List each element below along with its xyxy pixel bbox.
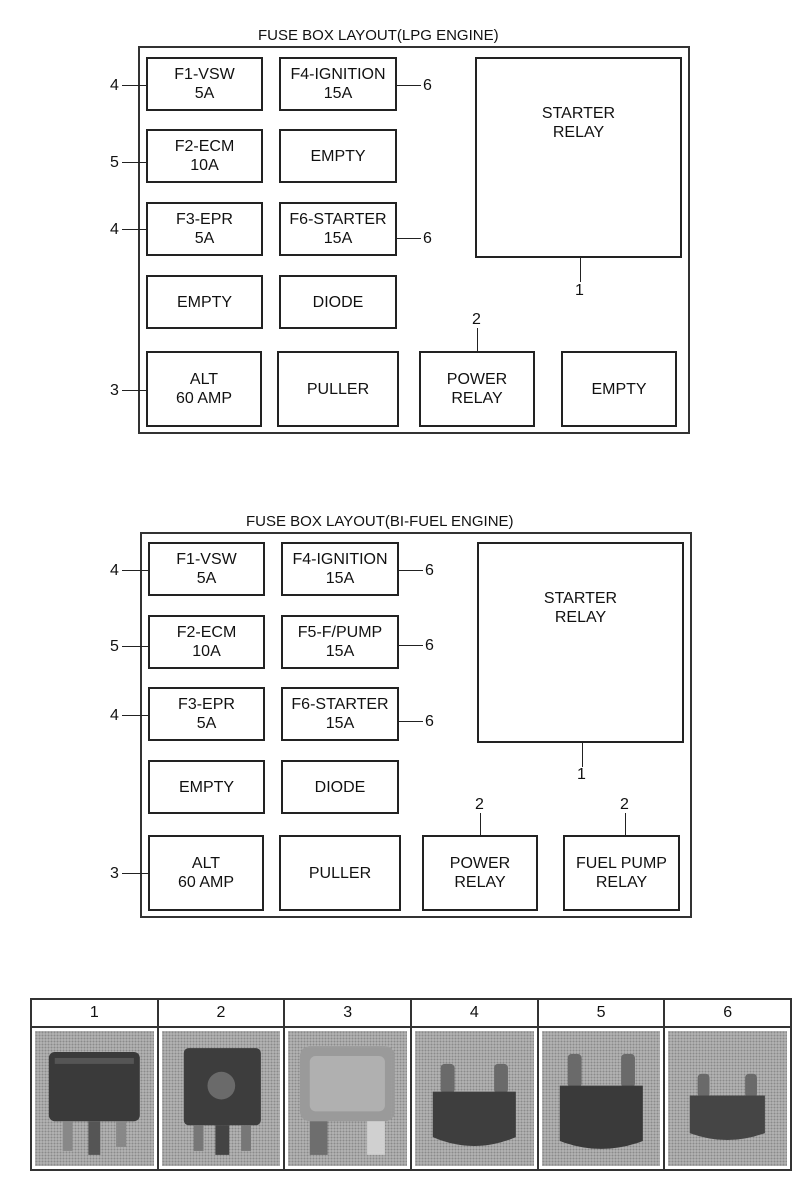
- bifuel-fuse-box-frame: [140, 532, 692, 918]
- mini-fuse-photo-icon: [668, 1031, 788, 1166]
- bifuel-leader-power-relay: [480, 813, 481, 835]
- lpg-leader-f2: [122, 162, 146, 163]
- component-legend-table: 1 2 3 4 5 6: [30, 998, 792, 1171]
- bifuel-leader-f2: [122, 646, 148, 647]
- legend-header-3: 3: [285, 1000, 411, 1028]
- bifuel-callout-f4: 6: [425, 562, 434, 579]
- bifuel-leader-alt: [122, 873, 148, 874]
- lpg-puller: PULLER: [277, 351, 399, 427]
- bifuel-puller: PULLER: [279, 835, 401, 911]
- lpg-callout-alt: 3: [110, 382, 119, 399]
- legend-cell-3: 3: [285, 1000, 413, 1169]
- legend-header-1: 1: [32, 1000, 157, 1028]
- starter-relay-photo-icon: [35, 1031, 154, 1166]
- lpg-leader-starter-relay: [580, 258, 581, 282]
- bifuel-callout-f6: 6: [425, 713, 434, 730]
- lpg-callout-f1: 4: [110, 77, 119, 94]
- lpg-callout-f6: 6: [423, 230, 432, 247]
- bifuel-callout-f3: 4: [110, 707, 119, 724]
- lpg-diode: DIODE: [279, 275, 397, 329]
- lpg-fuse-box-frame: [138, 46, 690, 434]
- bifuel-callout-f5: 6: [425, 637, 434, 654]
- lpg-callout-f4: 6: [423, 77, 432, 94]
- bifuel-leader-f3: [122, 715, 148, 716]
- mini-fuse-photo-icon: [541, 1031, 661, 1166]
- bifuel-leader-starter-relay: [582, 743, 583, 767]
- lpg-callout-power-relay: 2: [472, 311, 481, 328]
- alt-fuse-photo-icon: [288, 1031, 408, 1166]
- lpg-empty-slot: EMPTY: [561, 351, 677, 427]
- legend-header-5: 5: [538, 1000, 664, 1028]
- legend-header-4: 4: [412, 1000, 537, 1028]
- bifuel-leader-f6: [399, 721, 423, 722]
- legend-cell-4: 4: [412, 1000, 539, 1169]
- bifuel-callout-f2: 5: [110, 638, 119, 655]
- lpg-leader-f1: [122, 85, 146, 86]
- lpg-empty-slot: EMPTY: [279, 129, 397, 183]
- legend-header-6: 6: [665, 1000, 791, 1028]
- bifuel-callout-f1: 4: [110, 562, 119, 579]
- bifuel-leader-f5: [399, 645, 423, 646]
- bifuel-empty-slot: EMPTY: [148, 760, 265, 814]
- lpg-callout-f2: 5: [110, 154, 119, 171]
- lpg-leader-f4: [397, 85, 421, 86]
- bifuel-diode: DIODE: [281, 760, 399, 814]
- lpg-callout-starter-relay: 1: [575, 282, 584, 299]
- bifuel-callout-fuel-pump-relay: 2: [620, 796, 629, 813]
- legend-header-2: 2: [158, 1000, 284, 1028]
- lpg-leader-alt: [122, 390, 146, 391]
- lpg-leader-power-relay: [477, 328, 478, 351]
- bifuel-diagram-title: FUSE BOX LAYOUT(BI-FUEL ENGINE): [246, 513, 514, 530]
- bifuel-callout-alt: 3: [110, 865, 119, 882]
- lpg-diagram-title: FUSE BOX LAYOUT(LPG ENGINE): [258, 27, 499, 44]
- lpg-leader-f3: [122, 229, 146, 230]
- bifuel-leader-f1: [122, 570, 148, 571]
- lpg-callout-f3: 4: [110, 221, 119, 238]
- bifuel-leader-fuel-pump-relay: [625, 813, 626, 835]
- legend-cell-6: 6: [665, 1000, 791, 1169]
- bifuel-callout-starter-relay: 1: [577, 766, 586, 783]
- bifuel-leader-f4: [399, 570, 423, 571]
- bifuel-callout-power-relay: 2: [475, 796, 484, 813]
- lpg-empty-slot: EMPTY: [146, 275, 263, 329]
- legend-cell-5: 5: [538, 1000, 666, 1169]
- lpg-leader-f6: [397, 238, 421, 239]
- mini-fuse-photo-icon: [415, 1031, 534, 1166]
- legend-cell-2: 2: [158, 1000, 286, 1169]
- legend-cell-1: 1: [32, 1000, 159, 1169]
- power-relay-photo-icon: [161, 1031, 281, 1166]
